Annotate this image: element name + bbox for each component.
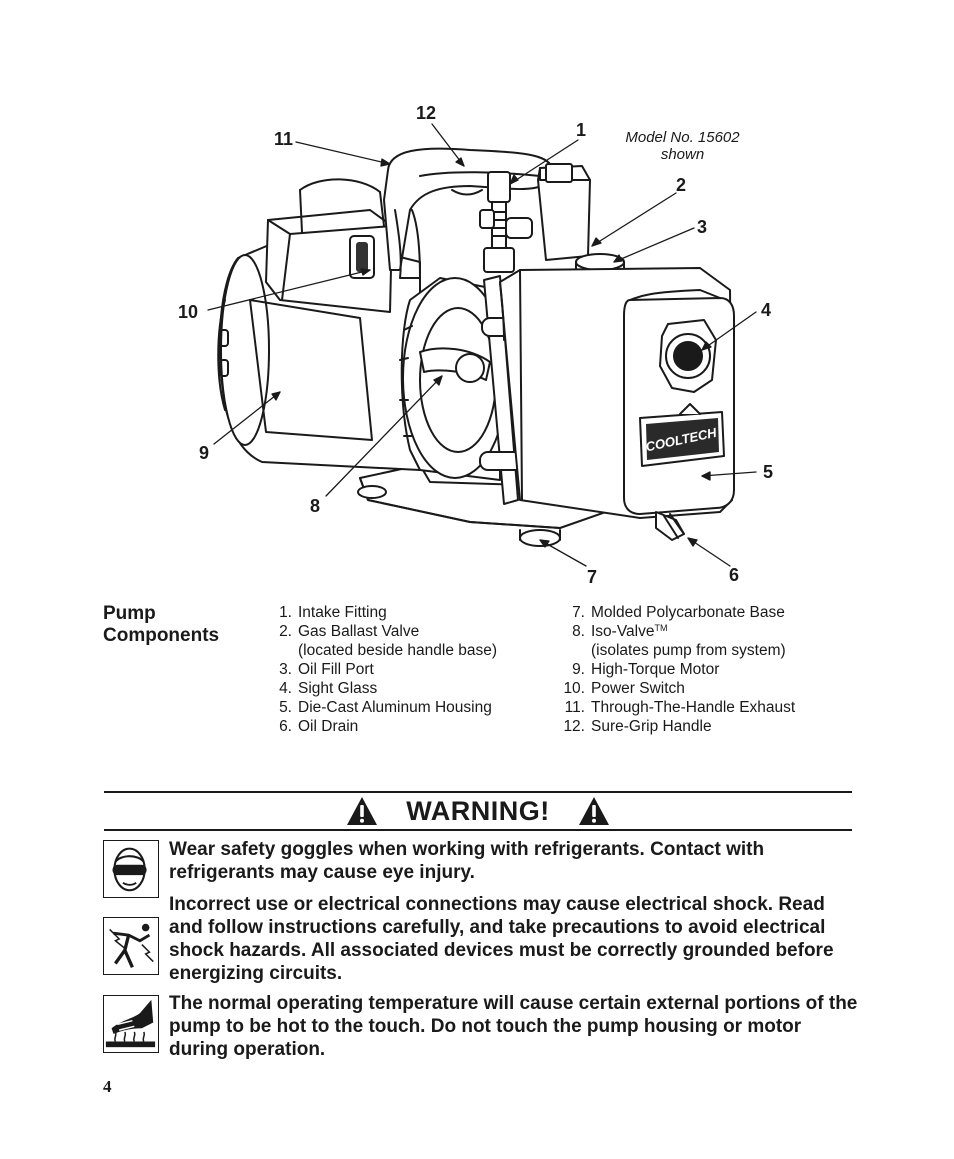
hazard-text-goggles: Wear safety goggles when working with re… [169, 839, 765, 883]
list-item: 3.Oil Fill Port [279, 661, 374, 678]
list-item: 5.Die-Cast Aluminum Housing [279, 699, 492, 716]
electrical-shock-icon [103, 917, 159, 975]
list-item-note: (located beside handle base) [298, 642, 498, 659]
hazard-text-electrical: Incorrect use or electrical connections … [169, 894, 834, 984]
components-list-left: 1.Intake Fitting 2.Gas Ballast Valve (lo… [270, 603, 497, 736]
safety-goggles-icon [103, 840, 159, 898]
callout-7: 7 [587, 567, 597, 587]
intake-fitting [479, 171, 533, 273]
warning-triangle-icon [347, 797, 378, 825]
callout-5: 5 [763, 462, 773, 482]
switch-box [265, 178, 393, 313]
model-note-line1: Model No. 15602 [625, 129, 740, 146]
model-note: Model No. 15602 shown [610, 129, 755, 163]
model-note-line2: shown [660, 146, 705, 163]
leader-lines [207, 123, 757, 567]
oil-drain [655, 511, 685, 541]
components-title-line2: Components [103, 625, 220, 646]
list-item: 11.Through-The-Handle Exhaust [564, 699, 796, 716]
callout-11: 11 [274, 129, 293, 149]
warning-heading: WARNING! [104, 793, 852, 829]
cooltech-logo: COOLTECH [639, 403, 725, 467]
callout-8: 8 [310, 496, 320, 516]
callout-6: 6 [729, 565, 739, 585]
list-item: 9.High-Torque Motor [572, 661, 720, 678]
callout-10: 10 [178, 302, 198, 322]
list-item: 10.Power Switch [563, 680, 685, 697]
list-item: 1.Intake Fitting [279, 604, 387, 621]
page-number: 4 [103, 1077, 112, 1096]
warning-top-rule [104, 791, 852, 793]
list-item: 7.Molded Polycarbonate Base [572, 604, 785, 621]
callout-12: 12 [416, 103, 436, 123]
warning-bottom-rule [104, 829, 852, 831]
callout-1: 1 [576, 120, 586, 140]
pump-diagram: COOLTECH 1 2 3 4 5 6 7 8 9 10 11 12 [178, 103, 773, 587]
list-item: 2.Gas Ballast Valve [279, 623, 420, 640]
callout-4: 4 [761, 300, 771, 320]
list-item: 6.Oil Drain [279, 718, 359, 735]
hot-surface-icon [103, 995, 159, 1053]
warning-title: WARNING! [406, 795, 550, 826]
list-item: 12.Sure-Grip Handle [563, 718, 712, 735]
callout-3: 3 [697, 217, 707, 237]
hazard-text-hot-surface: The normal operating temperature will ca… [169, 993, 858, 1060]
callout-9: 9 [199, 443, 209, 463]
components-title: Pump Components [103, 603, 219, 647]
callout-2: 2 [676, 175, 686, 195]
list-item: 4.Sight Glass [279, 680, 378, 697]
gas-ballast-valve [537, 163, 591, 261]
sight-glass [659, 319, 717, 393]
list-item-note: (isolates pump from system) [591, 642, 786, 659]
trademark: TM [654, 623, 668, 633]
warning-triangle-icon [578, 797, 609, 825]
callout-numbers: 1 2 3 4 5 6 7 8 9 10 11 12 [178, 103, 773, 587]
components-title-line1: Pump [103, 603, 156, 624]
aluminum-housing [499, 267, 735, 519]
